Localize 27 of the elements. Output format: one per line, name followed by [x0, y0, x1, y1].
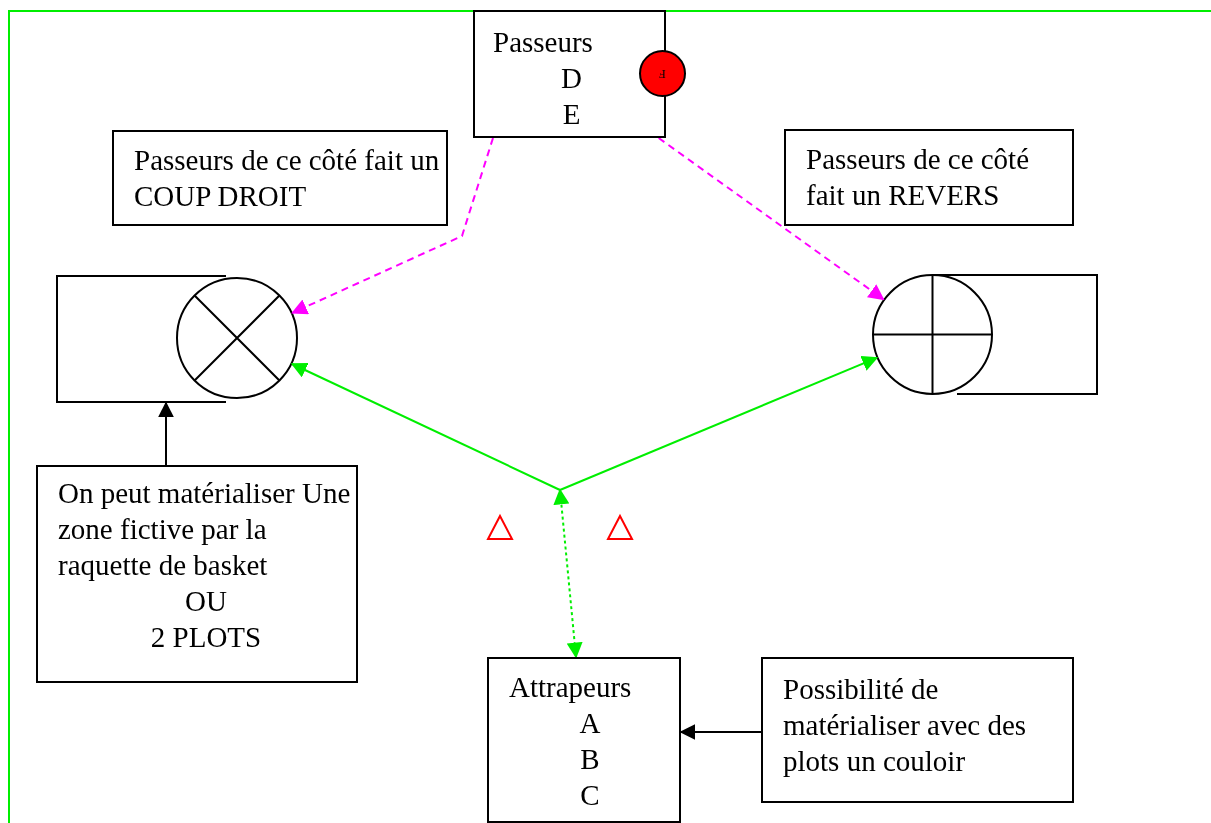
note-box [36, 465, 358, 683]
box-text: Passeurs de ce côté fait un REVERS [806, 142, 1031, 213]
box-text: C [579, 778, 601, 813]
box-text: Passeurs [493, 25, 594, 60]
box-text: D [560, 61, 583, 96]
dashed-arrow [553, 488, 583, 659]
box-text: E [561, 97, 582, 132]
player-group-box [487, 657, 681, 823]
note-box [784, 129, 1074, 226]
box-text: OU [184, 584, 228, 619]
arrow [290, 362, 561, 491]
box-text: F [659, 67, 666, 80]
box-text: On peut matérialiser Une zone fictive par la raquette de basket [58, 476, 352, 583]
box-text: B [579, 742, 601, 777]
box-text: Possibilité de matérialiser avec des plots un couloir [783, 672, 1028, 779]
player-group-box [473, 10, 666, 138]
box-text: Passeurs de ce côté fait un COUP DROIT [134, 143, 441, 214]
dashed-arrow [291, 137, 494, 315]
arrow [559, 355, 879, 491]
note-box [112, 130, 448, 226]
dashed-arrow [657, 137, 885, 301]
arrow [679, 724, 762, 740]
arrow [158, 401, 174, 466]
box-text: A [578, 706, 602, 741]
box-text: Attrapeurs [509, 670, 633, 705]
note-box [761, 657, 1074, 803]
box-text: 2 PLOTS [149, 620, 263, 655]
